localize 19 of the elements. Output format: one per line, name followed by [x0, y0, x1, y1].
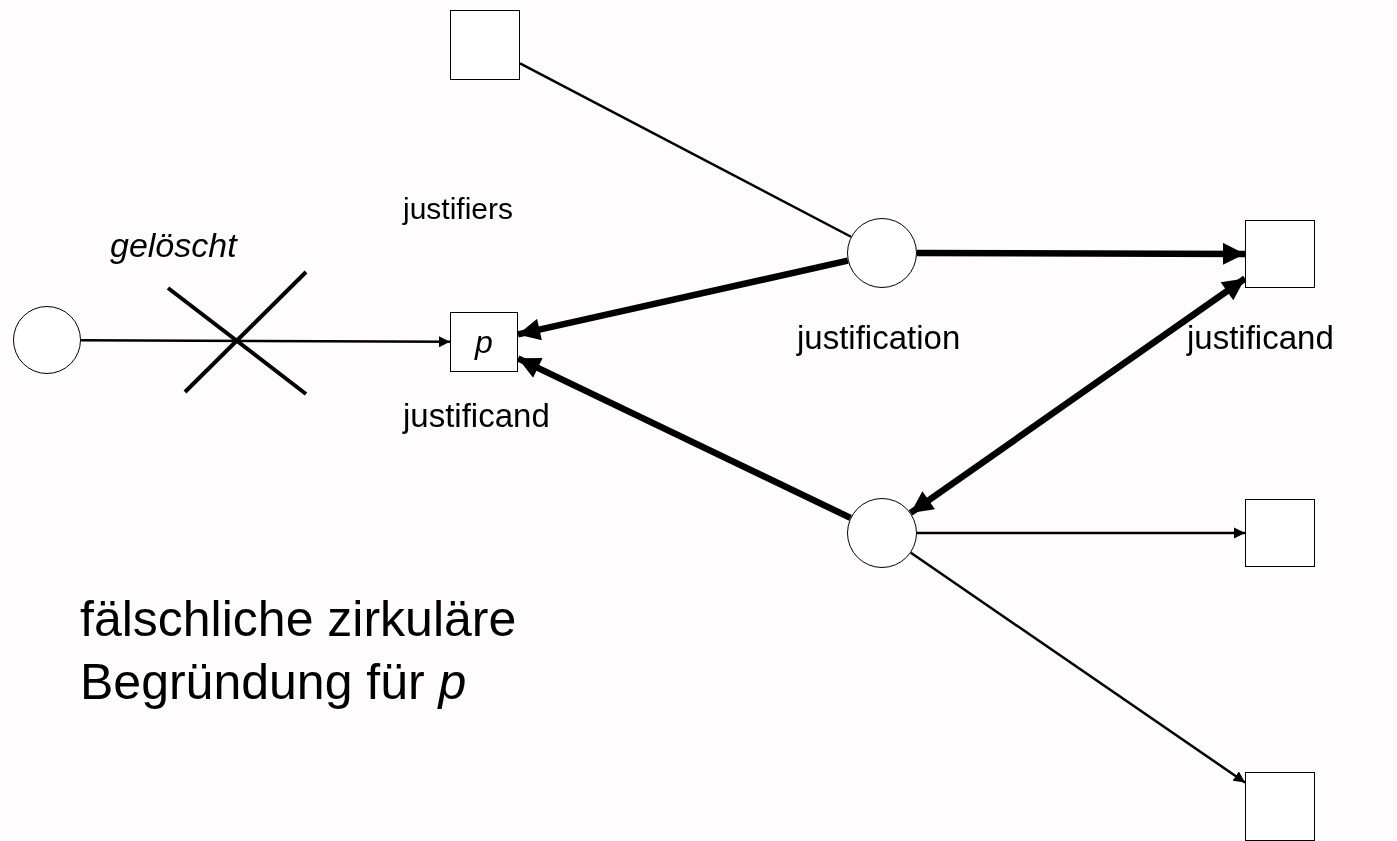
connector-line: [519, 62, 852, 238]
arrow: [917, 242, 1245, 265]
arrow: [516, 355, 852, 521]
statement-box: [1245, 499, 1315, 567]
label-text: gelöscht: [110, 226, 237, 265]
arrow: [917, 527, 1245, 539]
arrow: [81, 336, 450, 348]
caption-text: fälschliche zirkuläre Begründung für p: [80, 590, 518, 712]
node-caption: justification: [797, 319, 961, 357]
statement-box: [1245, 220, 1315, 288]
arrow: [908, 275, 1247, 516]
statement-box: [1245, 772, 1315, 841]
arrow: [910, 551, 1246, 784]
label-text: justifiers: [403, 192, 514, 226]
statement-box: [450, 10, 520, 80]
arrow: [517, 257, 849, 341]
statement-box: p: [450, 312, 518, 372]
node-caption: justificand: [403, 397, 550, 435]
node-caption: justificand: [1187, 319, 1334, 357]
